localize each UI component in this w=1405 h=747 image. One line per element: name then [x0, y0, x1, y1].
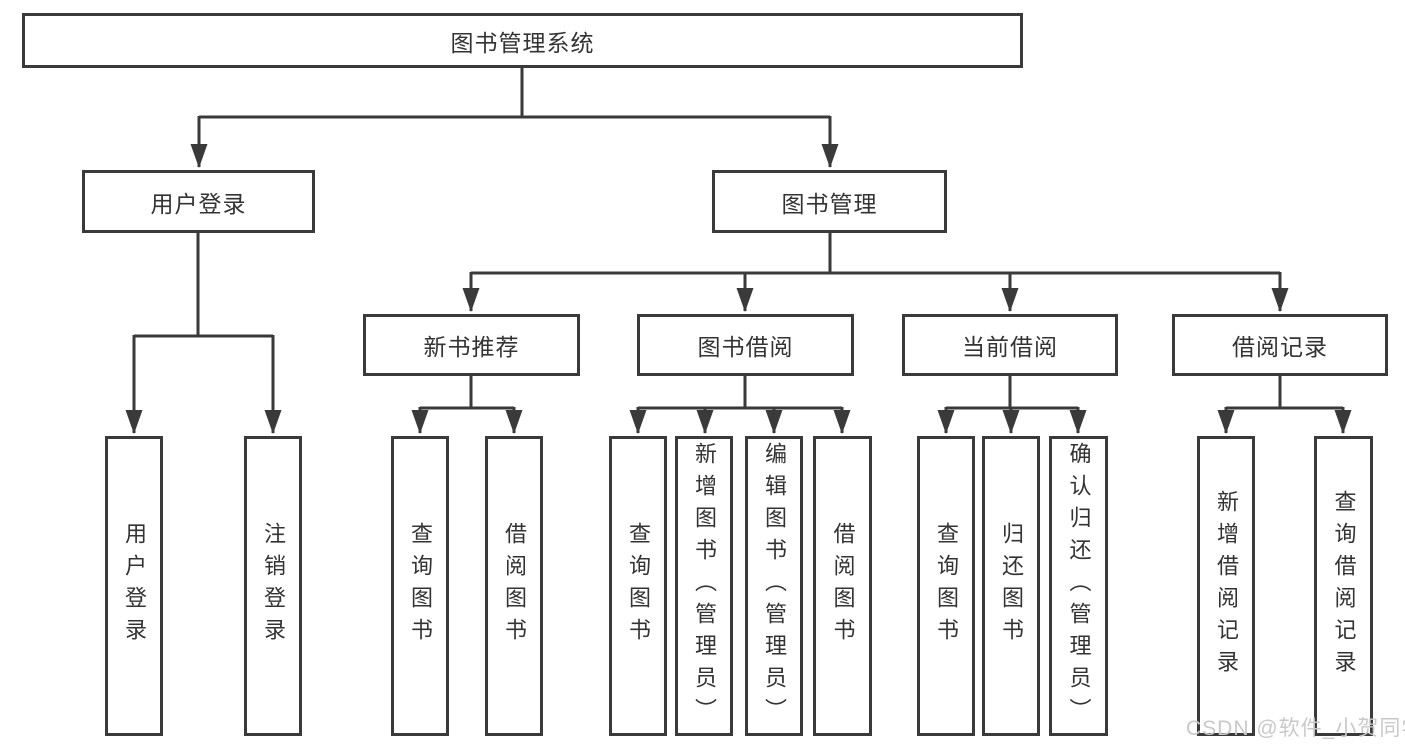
node-label: 借阅图书 [502, 522, 527, 650]
leaf-edit-books-admin: 编辑图书（管理员） [745, 436, 803, 736]
node-book-management: 图书管理 [712, 170, 947, 233]
leaf-logout: 注销登录 [244, 436, 302, 736]
leaf-query-books-recommend: 查询图书 [391, 436, 449, 736]
node-borrowing-records: 借阅记录 [1172, 314, 1388, 376]
leaf-add-borrow-record: 新增借阅记录 [1197, 436, 1255, 736]
node-label: 注销登录 [261, 522, 286, 650]
node-label: 新增借阅记录 [1214, 490, 1239, 682]
node-label: 新书推荐 [423, 334, 520, 360]
node-label: 用户登录 [150, 190, 247, 217]
node-root-system: 图书管理系统 [22, 13, 1023, 68]
leaf-user-login: 用户登录 [105, 436, 163, 736]
node-label: 查询借阅记录 [1331, 490, 1357, 682]
node-new-book-recommend: 新书推荐 [363, 314, 580, 376]
node-label: 借阅记录 [1232, 334, 1328, 360]
leaf-query-books-current: 查询图书 [917, 436, 975, 736]
node-current-borrowing: 当前借阅 [902, 314, 1118, 376]
node-book-borrowing: 图书借阅 [637, 314, 854, 376]
node-label: 查询图书 [408, 522, 433, 650]
node-label: 图书管理 [781, 190, 878, 217]
node-label: 编辑图书（管理员） [762, 442, 787, 730]
node-user-login: 用户登录 [82, 170, 315, 233]
node-label: 查询图书 [934, 522, 959, 650]
leaf-borrow-books: 借阅图书 [813, 436, 872, 736]
leaf-add-books-admin: 新增图书（管理员） [675, 436, 733, 736]
node-label: 用户登录 [122, 522, 147, 650]
node-label: 查询图书 [626, 522, 651, 650]
node-label: 新增图书（管理员） [692, 442, 717, 730]
leaf-query-borrow-record: 查询借阅记录 [1314, 436, 1373, 736]
node-label: 图书借阅 [697, 334, 794, 360]
node-label: 图书管理系统 [450, 29, 595, 56]
leaf-query-books-borrowing: 查询图书 [609, 436, 667, 736]
node-label: 确认归还（管理员） [1066, 442, 1092, 730]
leaf-return-books: 归还图书 [982, 436, 1040, 736]
leaf-confirm-return-admin: 确认归还（管理员） [1049, 436, 1108, 736]
csdn-watermark: CSDN @软件_小贺同学 [1186, 717, 1405, 740]
leaf-borrow-books-recommend: 借阅图书 [485, 436, 543, 736]
node-label: 当前借阅 [962, 334, 1058, 360]
node-label: 归还图书 [999, 522, 1024, 650]
node-label: 借阅图书 [830, 522, 856, 650]
